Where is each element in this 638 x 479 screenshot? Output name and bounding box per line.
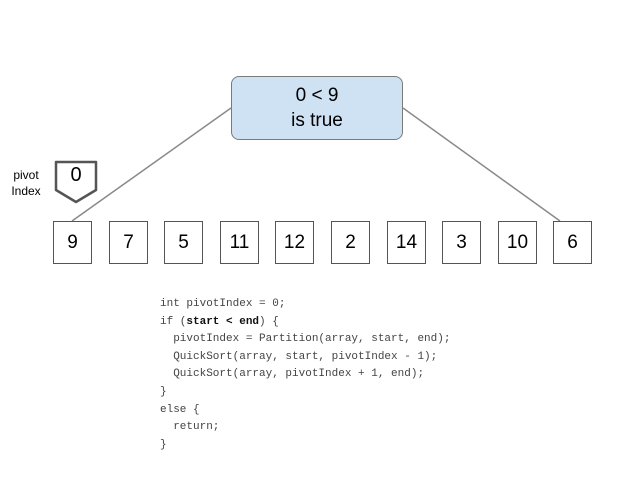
pivot-index-value: 0 bbox=[70, 164, 82, 186]
code-line: QuickSort(array, start, pivotIndex - 1); bbox=[160, 350, 438, 363]
condition-text-line2: is true bbox=[291, 110, 343, 131]
pivot-marker-shape bbox=[54, 160, 98, 204]
condition-text-line1: 0 < 9 bbox=[295, 85, 339, 106]
pivot-label-line1: pivot bbox=[13, 168, 39, 182]
code-line-if-open: if ( bbox=[160, 315, 187, 328]
connector-left bbox=[71, 107, 232, 222]
code-condition-bold: start < end bbox=[186, 315, 260, 328]
connector-right bbox=[402, 107, 561, 222]
code-line: return; bbox=[160, 421, 220, 434]
array-cell: 6 bbox=[553, 221, 592, 264]
code-line: pivotIndex = Partition(array, start, end… bbox=[160, 333, 451, 346]
array-cell: 9 bbox=[53, 221, 92, 264]
array-cell: 7 bbox=[109, 221, 148, 264]
condition-box: 0 < 9 is true bbox=[231, 76, 403, 140]
code-line: QuickSort(array, pivotIndex + 1, end); bbox=[160, 368, 425, 381]
code-line: int pivotIndex = 0; bbox=[160, 298, 286, 310]
array-cell: 11 bbox=[220, 221, 259, 264]
array-cell: 3 bbox=[442, 221, 481, 264]
array-cell: 14 bbox=[387, 221, 426, 264]
array-cell: 2 bbox=[331, 221, 370, 264]
array-cell: 12 bbox=[275, 221, 314, 264]
code-block: int pivotIndex = 0; if (start < end) { p… bbox=[160, 296, 450, 454]
array-cell: 10 bbox=[498, 221, 537, 264]
code-line-if-close: ) { bbox=[259, 315, 279, 328]
array-cell: 5 bbox=[164, 221, 203, 264]
pivot-index-label: pivot Index bbox=[6, 167, 46, 199]
code-line: } bbox=[160, 385, 167, 398]
code-line: } bbox=[160, 438, 167, 451]
code-line: else { bbox=[160, 403, 200, 416]
pivot-label-line2: Index bbox=[11, 184, 41, 198]
